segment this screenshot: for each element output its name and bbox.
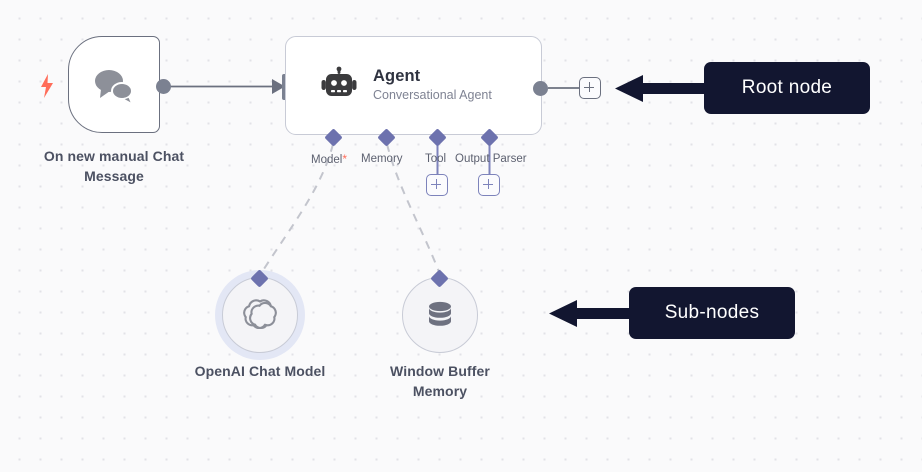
node-caption-window-buffer-memory: Window Buffer Memory — [390, 363, 490, 399]
node-window-buffer-memory[interactable] — [402, 277, 478, 353]
node-openai-chat-model[interactable] — [222, 277, 298, 353]
connector-label-tool: Tool — [425, 153, 447, 165]
openai-logo-icon — [243, 299, 277, 330]
connector-label-model: Model* — [311, 152, 347, 167]
add-next-node-button[interactable] — [579, 77, 601, 99]
trigger-output-port[interactable] — [156, 79, 171, 94]
chat-bubbles-icon — [95, 69, 134, 105]
required-asterisk-icon: * — [342, 152, 347, 166]
node-agent[interactable]: Agent Conversational Agent — [285, 36, 542, 135]
add-output-parser-button[interactable] — [478, 174, 500, 196]
lightning-bolt-icon — [41, 74, 53, 98]
database-icon — [429, 301, 451, 326]
root-node-annotation-arrow — [615, 75, 710, 102]
agent-output-port[interactable] — [533, 80, 548, 96]
node-caption-openai-chat-model: OpenAI Chat Model — [194, 363, 326, 379]
robot-icon — [321, 66, 357, 96]
node-caption-trigger: On new manual Chat Message — [43, 148, 185, 184]
connector-label-model-text: Model — [311, 154, 343, 166]
connector-label-memory: Memory — [361, 153, 403, 165]
sub-nodes-annotation-box: Sub-nodes — [629, 287, 795, 339]
root-node-annotation-box: Root node — [704, 62, 870, 114]
connector-label-output-parser: Output Parser — [455, 153, 527, 165]
sub-nodes-annotation-arrow — [549, 300, 644, 327]
agent-title: Agent — [373, 66, 421, 85]
agent-subtitle: Conversational Agent — [373, 87, 492, 102]
add-tool-button[interactable] — [426, 174, 448, 196]
node-chat-trigger[interactable] — [68, 36, 160, 133]
